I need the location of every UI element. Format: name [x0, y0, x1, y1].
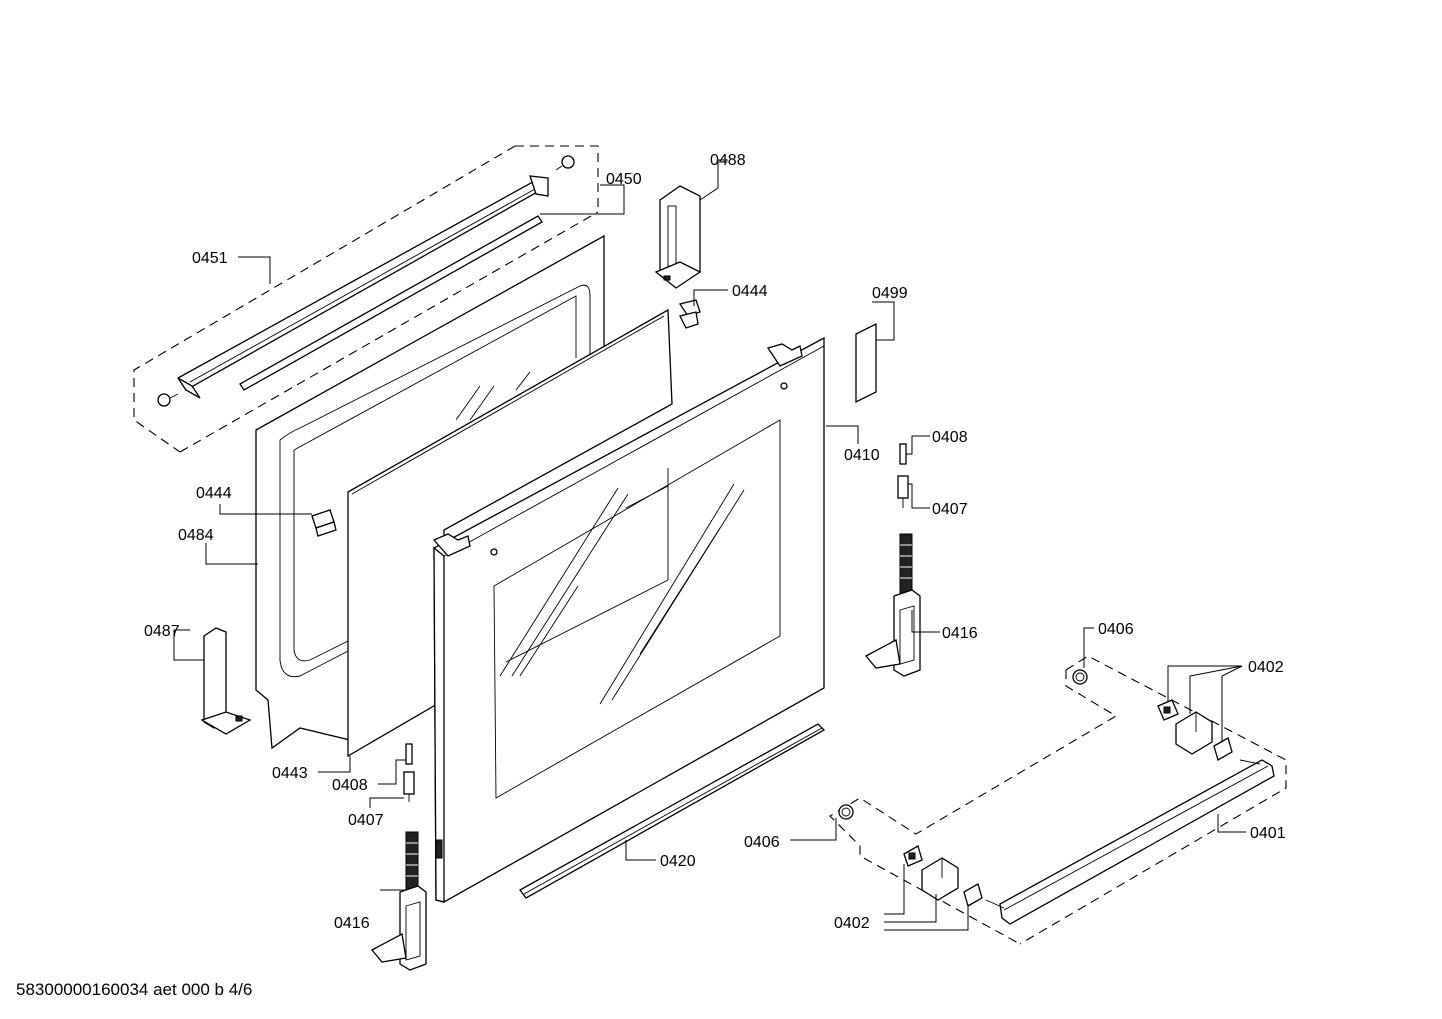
leader-lines: [173, 159, 1246, 931]
label-0484: 0484: [178, 527, 214, 544]
handle-kit: [829, 655, 1287, 945]
label-0401: 0401: [1250, 825, 1286, 842]
bracket-right-top: [654, 185, 702, 289]
clip-top: [678, 299, 701, 329]
end-cap-icon: [1072, 669, 1088, 685]
label-0402-right: 0402: [1248, 659, 1284, 676]
label-0488: 0488: [710, 152, 746, 169]
label-0487: 0487: [144, 623, 180, 640]
label-0444-top: 0444: [732, 283, 768, 300]
label-0416-right: 0416: [942, 625, 978, 642]
label-0443: 0443: [272, 765, 308, 782]
label-0407-left: 0407: [348, 812, 384, 829]
label-0402-left: 0402: [834, 915, 870, 932]
label-0408-right: 0408: [932, 429, 968, 446]
outer-door-panel: [432, 336, 825, 903]
clip-mid: [311, 509, 337, 537]
hinge-left: [370, 831, 427, 971]
label-0499: 0499: [872, 285, 908, 302]
middle-glass-panel: [347, 308, 673, 758]
label-0406-right: 0406: [1098, 621, 1134, 638]
label-0416-left: 0416: [334, 915, 370, 932]
label-0410: 0410: [844, 447, 880, 464]
label-0407-right: 0407: [932, 501, 968, 518]
end-cap-icon: [838, 804, 854, 820]
inner-door-panel: [255, 234, 605, 750]
pin-right: [897, 443, 909, 508]
label-0406-left: 0406: [744, 834, 780, 851]
label-0444-mid: 0444: [196, 485, 232, 502]
pad-strip: [855, 322, 877, 404]
label-0408-left: 0408: [332, 777, 368, 794]
document-footer-code: 58300000160034 aet 000 b 4/6: [16, 980, 253, 999]
bottom-seal: [519, 723, 826, 899]
hinge-right: [864, 533, 921, 677]
label-0450: 0450: [606, 171, 642, 188]
pin-left: [403, 743, 415, 802]
label-0451: 0451: [192, 250, 228, 267]
bracket-left-bottom: [200, 627, 252, 735]
screw-icon: [555, 155, 575, 171]
label-0420: 0420: [660, 853, 696, 870]
part-labels: 0451 0450 0488 0444 0499 0410 0408 0407 …: [144, 152, 1286, 932]
screw-icon: [157, 393, 179, 407]
top-trim-kit: [133, 145, 599, 453]
